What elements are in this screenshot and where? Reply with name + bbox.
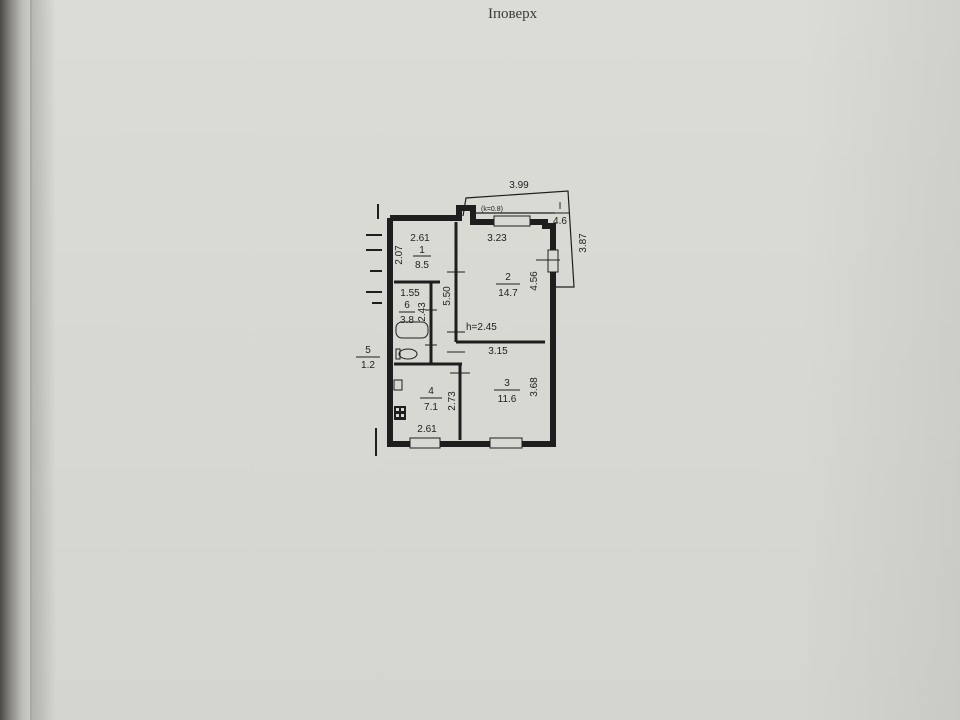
room-number-6: 6 <box>404 300 410 311</box>
room-number-1: 1 <box>419 245 425 256</box>
document-page <box>30 0 960 720</box>
dim-balcony-depth: 3.87 <box>578 233 589 253</box>
room-area-6: 3.8 <box>400 315 414 326</box>
room-area-3: 11.6 <box>498 394 517 405</box>
room-area-balcony: 4.6 <box>553 216 567 227</box>
room-number-2: 2 <box>505 272 511 283</box>
room-area-5: 1.2 <box>361 360 375 371</box>
interior-walls <box>394 222 545 440</box>
door-markers <box>425 259 560 374</box>
dim-room4-depth: 2.73 <box>447 391 458 411</box>
toilet-icon <box>395 348 418 360</box>
dim-room4-width: 2.61 <box>417 424 437 435</box>
room-area-4: 7.1 <box>424 402 438 413</box>
dim-balcony-length: 3.99 <box>509 180 529 191</box>
book-binding-edge <box>0 0 32 720</box>
room-fraction-bars <box>356 212 570 399</box>
room-area-2: 14.7 <box>498 288 518 299</box>
windows <box>409 215 559 449</box>
floor-title: Іповерх <box>488 6 538 22</box>
dim-bath-depth: 2.43 <box>417 302 428 322</box>
room-number-4: 4 <box>428 386 434 397</box>
dim-room1-depth: 2.07 <box>394 245 405 265</box>
dim-hall-depth: 5.50 <box>442 286 453 306</box>
page-shade <box>800 0 960 720</box>
room-number-3: 3 <box>504 378 510 389</box>
dim-ceiling-height: h=2.45 <box>466 322 497 333</box>
room-area-1: 8.5 <box>415 260 429 271</box>
room-number-balcony: I <box>559 201 562 212</box>
page-fold-shadow <box>30 0 56 720</box>
dim-room2-width: 3.23 <box>487 233 507 244</box>
balcony-outline <box>462 190 575 288</box>
wall-stubs <box>366 204 382 456</box>
sink-icon <box>393 379 403 391</box>
bathtub-icon <box>395 321 429 339</box>
dim-room2-depth: 4.56 <box>529 271 540 291</box>
dim-balcony-coefficient: (k=0.8) <box>481 206 503 213</box>
stove-icon <box>394 406 406 420</box>
dim-room1-width: 2.61 <box>410 233 430 244</box>
dim-room3-depth: 3.68 <box>529 377 540 397</box>
dim-room3-width: 3.15 <box>488 346 508 357</box>
dim-bath-width: 1.55 <box>400 288 420 299</box>
room-number-5: 5 <box>365 345 371 356</box>
